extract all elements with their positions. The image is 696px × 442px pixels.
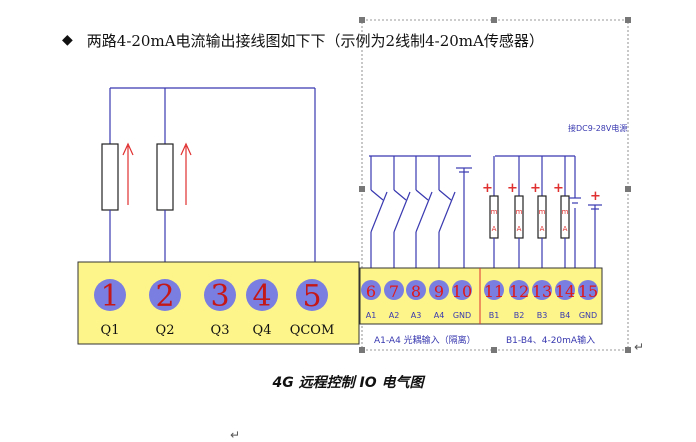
wire <box>415 189 429 201</box>
load-resistor <box>156 143 174 211</box>
terminal-number: 8 <box>411 282 421 301</box>
switch-icon <box>438 191 456 233</box>
terminal-label: B4 <box>560 311 571 320</box>
terminal-label: A4 <box>434 311 445 320</box>
terminal-circle <box>429 280 449 300</box>
group-left-label: A1-A4 光耦输入（隔离） <box>374 334 476 346</box>
terminal-label: A1 <box>366 311 377 320</box>
switch-icon <box>393 191 411 233</box>
terminal-label: Q1 <box>101 323 120 338</box>
terminal-label: Q2 <box>156 323 175 338</box>
terminal-circle <box>296 279 328 311</box>
wire <box>370 189 384 201</box>
terminal-circle <box>578 280 598 300</box>
terminal-label: B3 <box>537 311 548 320</box>
current-arrow-icon <box>180 142 192 205</box>
plus-sign: + <box>530 181 541 196</box>
sensor-letter: A <box>563 225 568 233</box>
terminal-circle <box>555 280 575 300</box>
terminal-number: 7 <box>389 282 399 301</box>
terminal-label: GND <box>453 311 471 320</box>
sensor-letter: m <box>539 208 546 216</box>
heading-text: 两路4-20mA电流输出接线图如下下（示例为2线制4-20mA传感器） <box>86 31 544 50</box>
io-input-diagram: 接DC9-28V电源 mA + mA + mA + mA + + 6A1 7A2 8A3 9A4 10… <box>359 17 631 353</box>
terminal-circle <box>406 280 426 300</box>
terminal-label: Q3 <box>211 323 230 338</box>
current-arrow-icon <box>122 142 134 205</box>
plus-sign: + <box>553 181 564 196</box>
group-right-label: B1-B4、4-20mA输入 <box>506 334 595 346</box>
resize-handle <box>359 186 365 192</box>
figure-caption: 4G 远程控制 IO 电气图 <box>272 375 424 391</box>
terminal-circle <box>204 279 236 311</box>
terminal-number: 13 <box>532 282 552 301</box>
terminal-circle <box>361 280 381 300</box>
paragraph-mark-icon: ↵ <box>634 340 645 354</box>
dc-supply-icon <box>569 156 602 268</box>
terminal-number: 15 <box>578 282 598 301</box>
wire <box>438 189 452 201</box>
sensor-letter: m <box>562 208 569 216</box>
terminal-label: Q4 <box>253 323 272 338</box>
terminal-label: B1 <box>489 311 500 320</box>
terminal-label: GND <box>579 311 597 320</box>
ground-icon <box>456 167 472 268</box>
terminal-label: A2 <box>389 311 400 320</box>
paragraph-mark-icon: ↵ <box>230 428 241 442</box>
resize-handle <box>625 347 631 353</box>
terminal-circle <box>246 279 278 311</box>
terminal-circle <box>94 279 126 311</box>
terminal-number: 5 <box>302 279 321 314</box>
terminal-label: A3 <box>411 311 422 320</box>
terminal-number: 9 <box>434 282 444 301</box>
terminal-circle <box>532 280 552 300</box>
plus-sign: + <box>590 189 601 204</box>
terminal-number: 10 <box>452 282 472 301</box>
terminal-number: 3 <box>210 279 229 314</box>
switch-icon <box>370 191 388 233</box>
terminal-circle <box>484 280 504 300</box>
terminal-number: 11 <box>484 282 504 301</box>
terminal-number: 14 <box>555 282 575 301</box>
sensor-letter: A <box>540 225 545 233</box>
sensor-letter: m <box>516 208 523 216</box>
supply-label: 接DC9-28V电源 <box>568 123 627 133</box>
sensor-letter: A <box>517 225 522 233</box>
terminal-number: 4 <box>252 279 271 314</box>
wire <box>393 189 407 201</box>
terminal-circle <box>384 280 404 300</box>
resize-handle <box>491 347 497 353</box>
terminal-circle <box>452 280 472 300</box>
plus-sign: + <box>507 181 518 196</box>
resize-handle <box>491 17 497 23</box>
terminal-number: 2 <box>155 279 174 314</box>
sensor-letter: m <box>491 208 498 216</box>
terminal-number: 1 <box>100 279 119 314</box>
switch-icon <box>415 191 433 233</box>
terminal-circle <box>149 279 181 311</box>
heading: ◆ 两路4-20mA电流输出接线图如下下（示例为2线制4-20mA传感器） <box>62 28 544 52</box>
resize-handle <box>359 17 365 23</box>
load-resistor <box>101 143 119 211</box>
resize-handle <box>359 347 365 353</box>
terminal-number: 12 <box>509 282 529 301</box>
terminal-label: B2 <box>514 311 525 320</box>
resize-handle <box>625 186 631 192</box>
plus-sign: + <box>482 181 493 196</box>
terminal-label: QCOM <box>290 323 335 338</box>
terminal-number: 6 <box>366 282 376 301</box>
resize-handle <box>625 17 631 23</box>
diamond-bullet-icon: ◆ <box>62 32 73 48</box>
sensor-letter: A <box>492 225 497 233</box>
terminal-circle <box>509 280 529 300</box>
